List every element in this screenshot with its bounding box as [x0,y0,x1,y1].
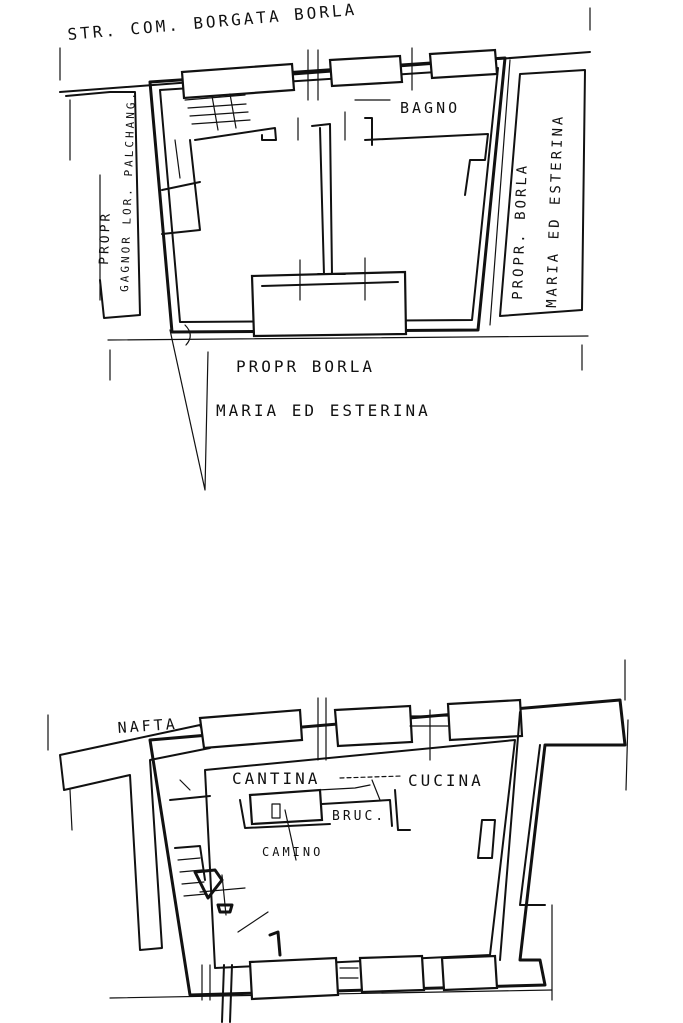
bruc-label: BRUC. [332,809,386,824]
nafta-label: NAFTA [117,715,178,737]
lower-floor-plan: NAFTA CANTINA CUCINA BRUC. CAMINO [47,659,629,1023]
left-owner-label-1: PROPR [97,211,114,266]
cucina-label: CUCINA [408,771,484,790]
right-owner-label-1: PROPR. BORLA [510,163,531,301]
upper-floor-plan: STR. COM. BORGATA BORLA BAGNO PROPR GAGN… [59,0,591,491]
camino-label: CAMINO [262,845,323,859]
bottom-owner-label-2: MARIA ED ESTERINA [216,401,431,420]
cantina-label: CANTINA [232,769,320,788]
right-owner-label-2: MARIA ED ESTERINA [544,113,567,308]
street-label: STR. COM. BORGATA BORLA [67,0,358,44]
bottom-owner-label-1: PROPR BORLA [236,357,375,376]
bagno-label: BAGNO [400,99,460,117]
left-owner-label-2: GAGNOR LOR. PALCHANG. [118,90,138,292]
